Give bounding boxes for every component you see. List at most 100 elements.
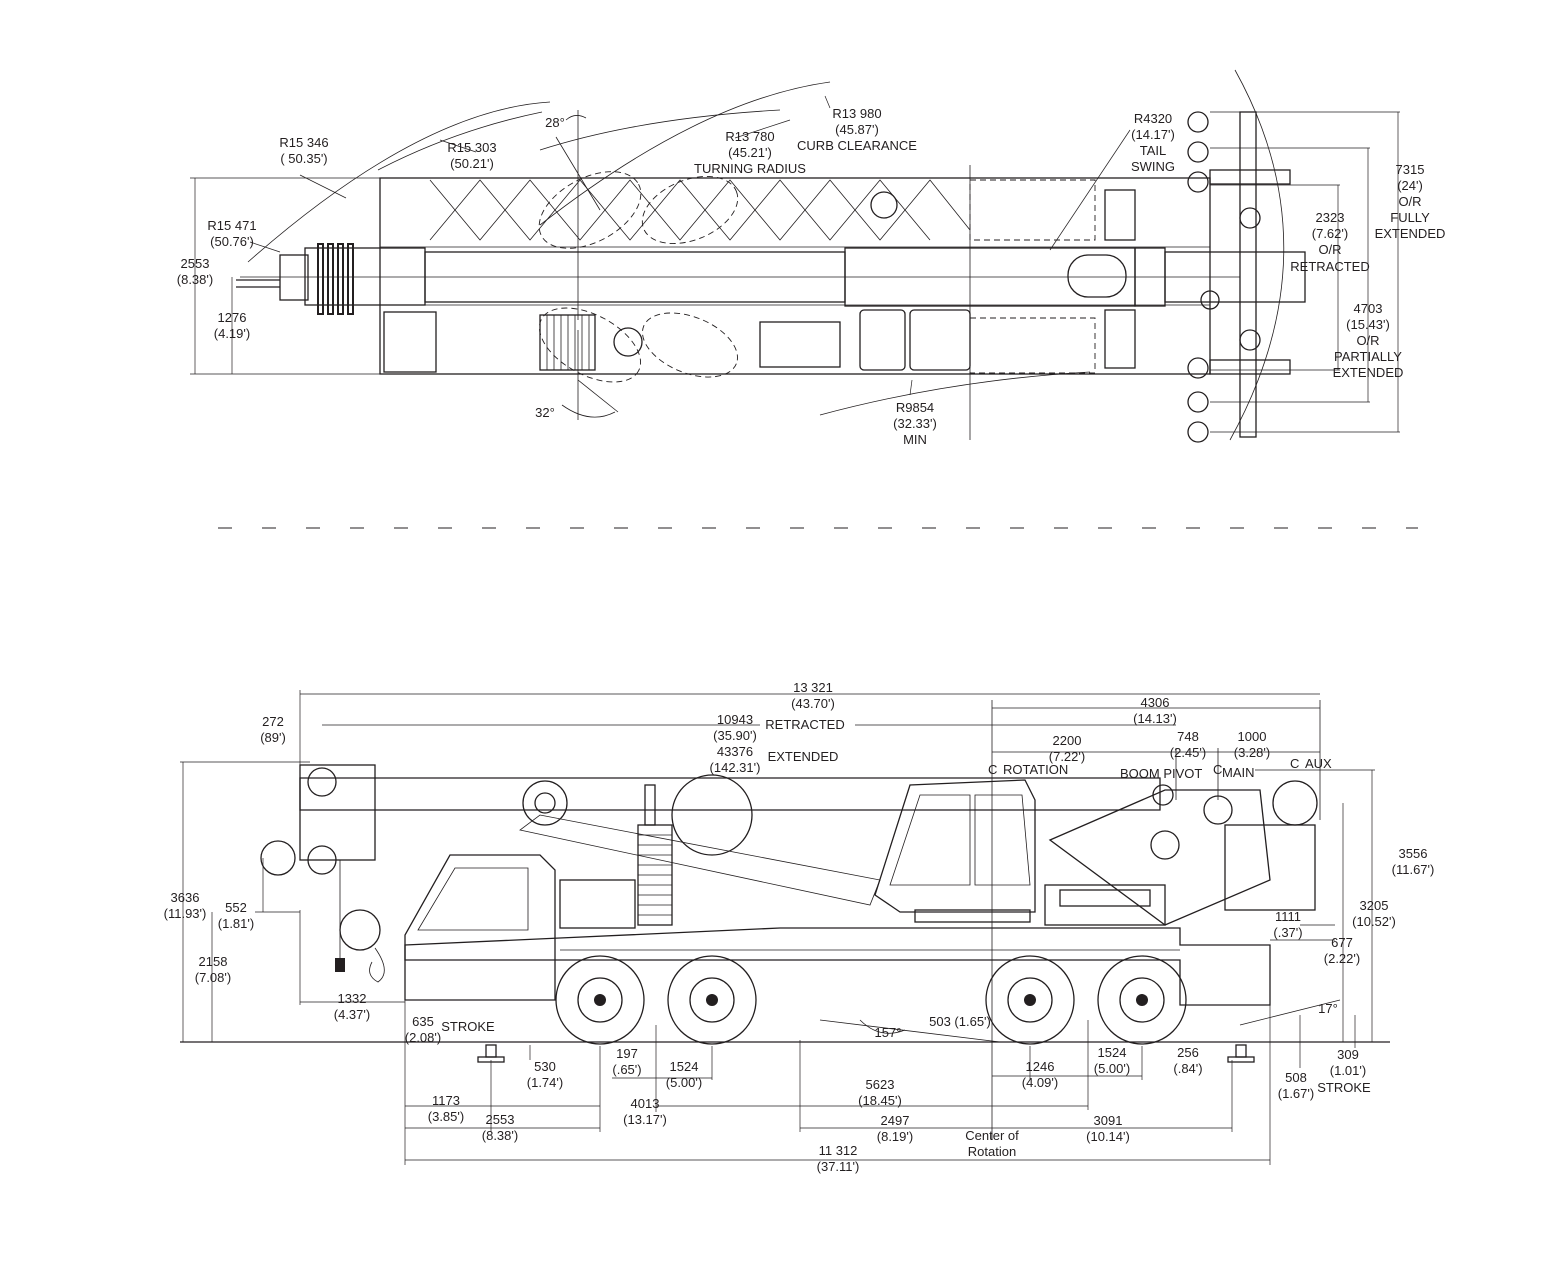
label-2497-feet: (8.19') [877,1129,913,1144]
leader-r15346 [299,174,347,199]
lift-cylinder [519,814,881,906]
label-11312-feet: (37.11') [817,1159,860,1174]
label-main: MAIN [1222,765,1255,780]
centerline-symbol-aux: C [1290,756,1299,771]
label-508-feet: (1.67') [1278,1086,1314,1101]
label-2200-value: 2200 [1053,733,1082,748]
boom-pin-circle [522,780,568,826]
arc-157 [859,1019,906,1034]
toolbox-top [759,321,841,368]
label-635-feet: (2.08') [405,1030,441,1045]
label-r9854-value: R9854 [896,400,934,415]
top-view: R15 346 ( 50.35') R15 303 (50.21') R15 4… [177,69,1445,447]
label-2323-retracted: RETRACTED [1290,259,1369,274]
label-3636-value: 3636 [171,890,200,905]
label-aux: AUX [1305,756,1332,771]
label-rotation-word: Rotation [968,1144,1016,1159]
label-3636-feet: (11.93') [164,906,207,921]
radiator-grille [546,315,590,370]
deck-lattice [429,179,971,241]
label-748-feet: (2.45') [1170,745,1206,760]
label-2323-feet: (7.62') [1312,226,1348,241]
main-hoist-drum [1203,795,1233,825]
label-43376-value: 43376 [717,744,753,759]
label-1524a-value: 1524 [670,1059,699,1074]
wheels [555,955,1187,1045]
wheel-1 [555,955,645,1045]
wheel-angle-32-line [577,379,619,413]
wheel-swept-1 [538,171,642,249]
label-turning-radius: TURNING RADIUS [694,161,806,176]
approach-line [819,1019,1001,1043]
label-1246-feet: (4.09') [1022,1075,1058,1090]
label-1332-value: 1332 [338,991,367,1006]
label-530-feet: (1.74') [527,1075,563,1090]
arc-r15346 [377,111,543,171]
label-10943-feet: (35.90') [713,728,757,743]
label-11312-value: 11 312 [819,1143,858,1158]
label-530-value: 530 [534,1059,556,1074]
arc-tail-swing [1229,69,1285,441]
counterweight-plate [1059,889,1151,907]
label-4703-or: O/R [1356,333,1379,348]
label-677-value: 677 [1331,935,1353,950]
label-1524b-value: 1524 [1098,1045,1127,1060]
boom-pivot-circle [1152,784,1174,806]
arc-32 [561,404,616,418]
label-center-of: Center of [965,1128,1019,1143]
label-3556-feet: (11.67') [1392,862,1435,877]
wheel-4-hub [1119,977,1165,1023]
arc-28 [565,115,587,121]
label-rotation: ROTATION [1003,762,1068,777]
hoist-drum-lower [1150,830,1180,860]
label-r13980-feet: (45.87') [835,122,879,137]
head-sheave-upper [307,767,337,797]
label-3205-value: 3205 [1360,898,1389,913]
angle-17-line [1239,999,1341,1026]
label-r15346-feet: ( 50.35') [280,151,327,166]
label-13321-value: 13 321 [793,680,833,695]
boom-side [299,777,1161,811]
cab-window-front [889,794,971,886]
label-angle-157: 157° [875,1025,902,1040]
wheel-swept-4 [642,312,738,378]
label-boom-pivot: BOOM PIVOT [1120,766,1202,781]
label-2497-value: 2497 [881,1113,910,1128]
label-2553-side-feet: (8.38') [482,1128,518,1143]
label-43376-feet: (142.31') [710,760,761,775]
grille-rear-lower [1104,309,1136,369]
head-sheave-lower [307,845,337,875]
hook-ball [335,958,345,972]
label-748-value: 748 [1177,729,1199,744]
tank-top [613,327,643,357]
label-552-feet: (1.81') [218,916,254,931]
label-508-value: 508 [1285,1070,1307,1085]
wheel-2-hub [689,977,735,1023]
label-1524a-feet: (5.00') [666,1075,702,1090]
label-r9854-min: MIN [903,432,927,447]
leader-r9854 [909,379,913,396]
label-r4320-value: R4320 [1134,111,1172,126]
exhaust-stack [644,784,656,826]
wheel-3 [985,955,1075,1045]
label-extended: EXTENDED [768,749,839,764]
leader-r13780 [734,119,791,139]
label-197-value: 197 [616,1046,638,1061]
step-top-2 [909,309,971,371]
boom-head-sheaves [236,243,354,315]
dashed-outline-lower [969,317,1096,374]
label-4306-feet: (14.13') [1133,711,1177,726]
carrier-outline [379,177,1211,375]
label-2200-feet: (7.22') [1049,749,1085,764]
arc-r9854 [819,371,1091,416]
label-r13780-value: R13 780 [725,129,774,144]
arc-r15471 [247,101,551,263]
label-r15471-value: R15 471 [207,218,256,233]
radiator-top [539,314,596,371]
label-r15303-feet: (50.21') [450,156,494,171]
tire-spare [671,774,753,856]
label-angle-32: 32° [535,405,555,420]
label-7315-feet: (24') [1397,178,1423,193]
label-4013-feet: (13.17') [623,1112,667,1127]
